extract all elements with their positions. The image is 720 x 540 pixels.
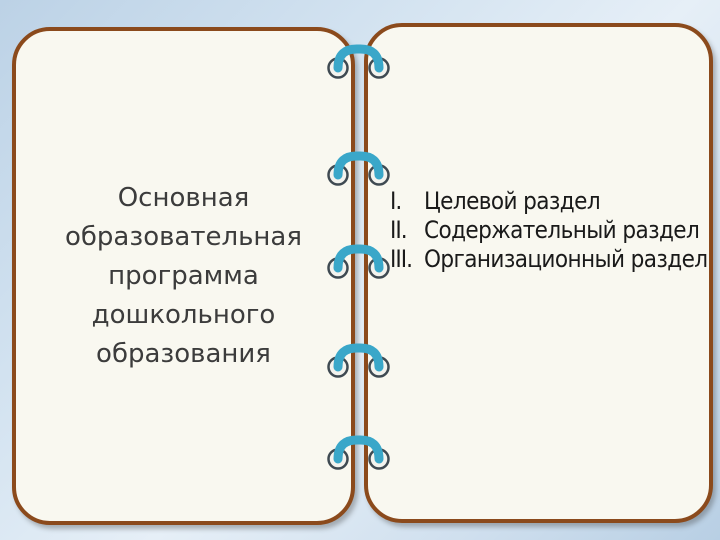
program-title: Основная образовательная программа дошко… — [16, 179, 351, 374]
section-item-content: II. Содержательный раздел — [390, 216, 710, 245]
right-card: I. Целевой раздел II. Содержательный раз… — [364, 23, 713, 523]
title-line: образовательная — [64, 222, 303, 252]
section-numeral: II. — [390, 216, 408, 244]
section-label: Организационный раздел — [424, 245, 708, 273]
title-line: образования — [96, 339, 271, 369]
section-label: Содержательный раздел — [424, 216, 700, 244]
left-card: Основная образовательная программа дошко… — [12, 27, 355, 525]
section-list: I. Целевой раздел II. Содержательный раз… — [390, 187, 710, 274]
section-item-target: I. Целевой раздел — [390, 187, 710, 216]
section-label: Целевой раздел — [424, 187, 601, 215]
title-line: программа — [108, 261, 259, 291]
section-numeral: III. — [390, 245, 413, 273]
section-item-organizational: III. Организационный раздел — [390, 245, 710, 274]
section-numeral: I. — [390, 187, 402, 215]
title-line: Основная — [117, 183, 250, 213]
title-line: дошкольного — [91, 300, 276, 330]
